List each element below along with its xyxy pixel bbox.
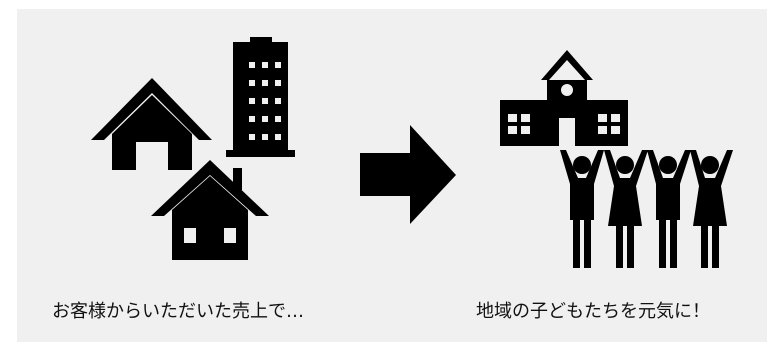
school-building-icon (500, 50, 628, 146)
caption-community: 地域の子どもたちを元気に！ (476, 301, 710, 322)
illustration-art (91, 37, 733, 268)
caption-sales: お客様からいただいた売上で… (52, 301, 304, 322)
arrow-right-icon (360, 125, 456, 224)
house-icon (91, 78, 212, 170)
office-building-icon (226, 37, 295, 157)
cheering-children-icon (560, 150, 733, 268)
illustration-panel: お客様からいただいた売上で… 地域の子どもたちを元気に！ (17, 9, 767, 342)
house-icon (151, 160, 269, 260)
